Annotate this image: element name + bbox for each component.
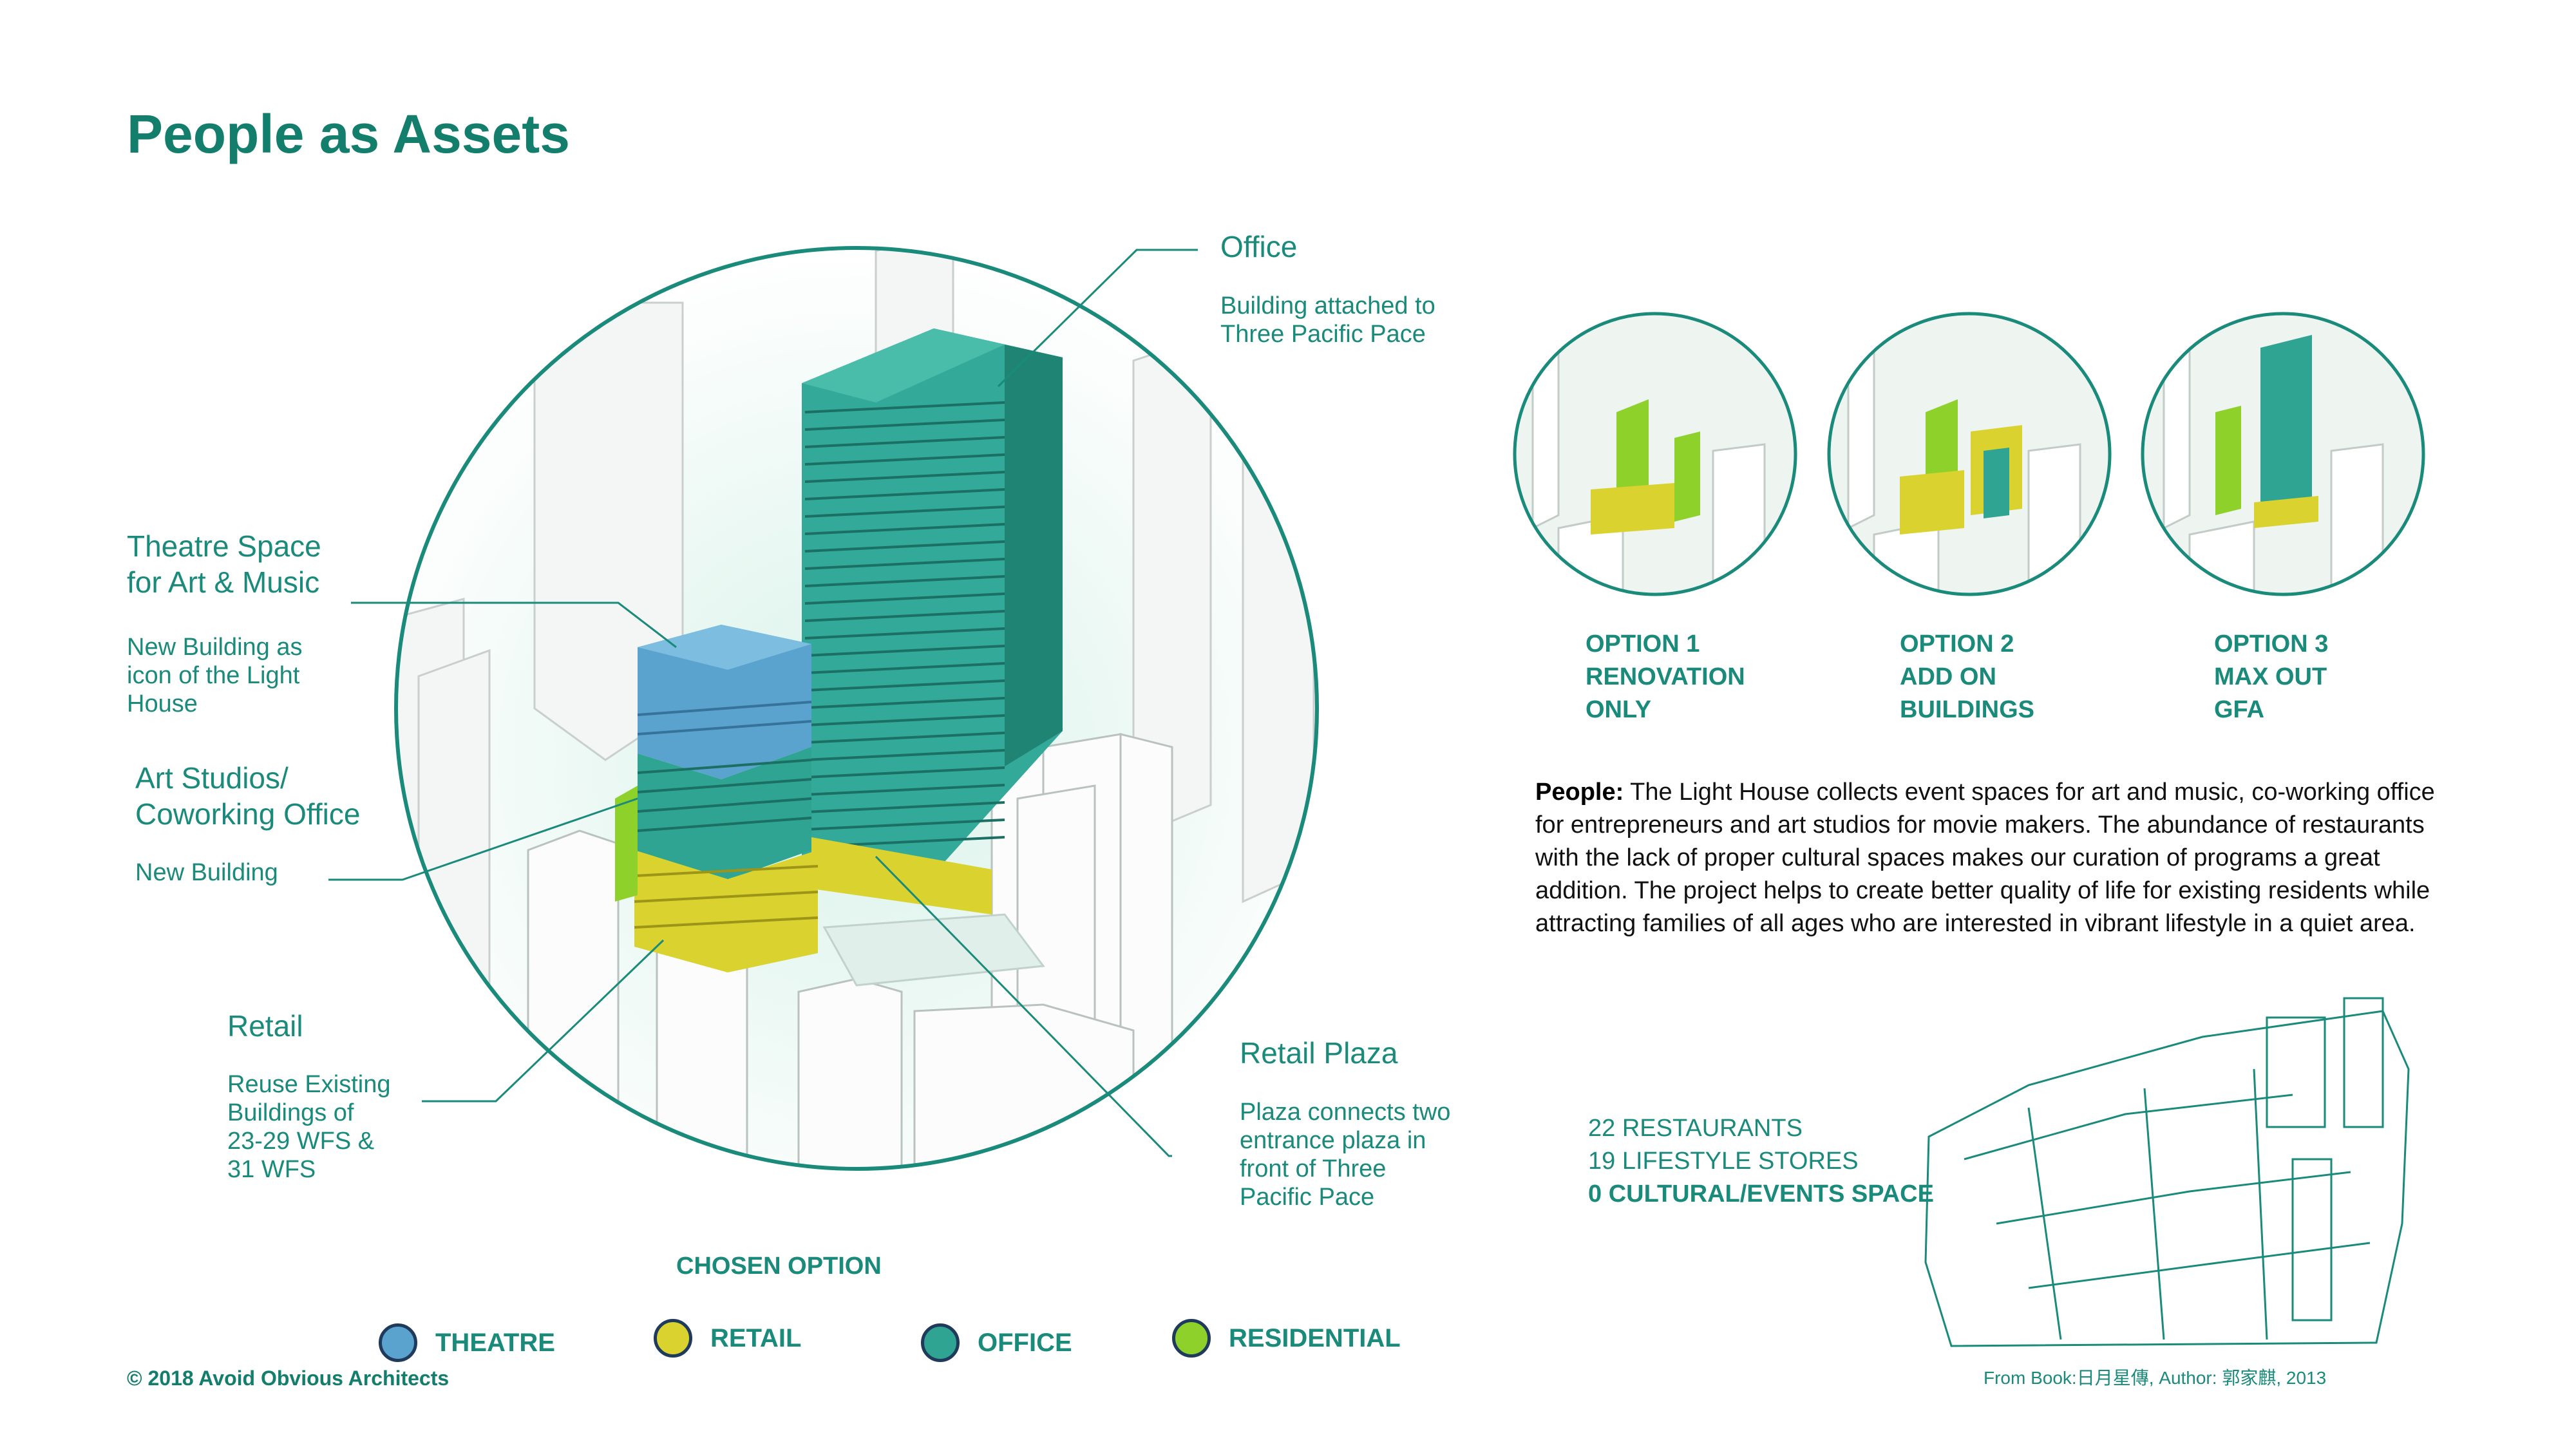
- art-desc: New Building: [135, 859, 278, 886]
- theatre-heading-line1: Theatre Space: [127, 529, 321, 563]
- retail-desc-line1: Reuse Existing: [227, 1071, 391, 1098]
- legend-label-office: OFFICE: [978, 1328, 1072, 1357]
- option-1-line2: RENOVATION: [1586, 663, 1745, 690]
- office-floor-line: [804, 523, 1005, 535]
- stat-stores: 19 LIFESTYLE STORES: [1588, 1148, 1859, 1175]
- office-tower: [802, 328, 1063, 895]
- option-1-circle: [1513, 312, 1797, 596]
- office-floor-line: [804, 749, 1005, 761]
- theatre-desc-line1: New Building as: [127, 634, 303, 661]
- paragraph-body: The Light House collects event spaces fo…: [1535, 779, 2435, 937]
- legend-item-retail: RETAIL: [654, 1319, 801, 1358]
- stat-cultural: 0 CULTURAL/EVENTS SPACE: [1588, 1180, 1934, 1208]
- art-heading-line2: Coworking Office: [135, 797, 361, 831]
- plaza-desc-line3: front of Three: [1240, 1155, 1387, 1182]
- option-3-line1: OPTION 3: [2214, 630, 2329, 658]
- legend-label-theatre: THEATRE: [435, 1328, 555, 1357]
- retail-swatch: [654, 1319, 692, 1358]
- retail-base: [634, 837, 992, 972]
- office-floor-line: [804, 819, 1005, 831]
- option-2-line3: BUILDINGS: [1900, 696, 2034, 723]
- copyright-notice: © 2018 Avoid Obvious Architects: [127, 1367, 450, 1390]
- stat-restaurants: 22 RESTAURANTS: [1588, 1115, 1803, 1142]
- office-swatch: [921, 1323, 960, 1362]
- office-floor-line: [804, 766, 1005, 779]
- option-2-circle: [1827, 312, 2112, 596]
- office-desc-line2: Three Pacific Pace: [1220, 321, 1426, 348]
- page-title: People as Assets: [127, 104, 570, 164]
- option-3-circle: [2141, 312, 2425, 596]
- office-floor-line: [804, 419, 1005, 431]
- retail-desc-line2: Buildings of: [227, 1099, 354, 1126]
- chosen-option-heading: CHOSEN OPTION: [676, 1253, 882, 1280]
- legend-label-residential: RESIDENTIAL: [1229, 1323, 1401, 1352]
- legend-item-office: OFFICE: [921, 1323, 1072, 1362]
- option-3-line2: MAX OUT: [2214, 663, 2327, 690]
- office-floor-line: [804, 575, 1005, 587]
- theatre-swatch: [379, 1323, 417, 1362]
- city-sketch: [1924, 997, 2410, 1347]
- art-studio-block: [637, 747, 812, 882]
- office-floor-line: [804, 679, 1005, 692]
- office-floor-line: [804, 784, 1005, 796]
- stats-block: 22 RESTAURANTS 19 LIFESTYLE STORES 0 CUL…: [1588, 1112, 1934, 1211]
- theatre-block: [637, 625, 812, 779]
- legend-item-residential: RESIDENTIAL: [1172, 1319, 1401, 1358]
- main-circle-outline: [394, 246, 1319, 1171]
- plaza-heading: Retail Plaza: [1240, 1036, 1398, 1070]
- office-floor-line: [804, 436, 1005, 448]
- option-2-label: OPTION 2 ADD ON BUILDINGS: [1900, 628, 2034, 726]
- office-floor-line: [804, 453, 1005, 466]
- office-floor-line: [804, 506, 1005, 518]
- plaza-desc-line4: Pacific Pace: [1240, 1184, 1375, 1211]
- office-floor-line: [804, 540, 1005, 553]
- description-paragraph: People: The Light House collects event s…: [1535, 776, 2450, 940]
- office-floor-line: [804, 610, 1005, 622]
- axonometric-scene: [396, 248, 1317, 1169]
- option-2-line1: OPTION 2: [1900, 630, 2014, 658]
- option-1-scene: [1515, 314, 1795, 594]
- theatre-desc-line3: House: [127, 690, 198, 717]
- office-floor-line: [804, 592, 1005, 605]
- theatre-desc-line2: icon of the Light: [127, 662, 300, 689]
- office-floor-line: [804, 627, 1005, 639]
- office-heading: Office: [1220, 230, 1298, 263]
- office-floor-line: [804, 401, 1005, 413]
- legend-item-theatre: THEATRE: [379, 1323, 555, 1362]
- art-heading-line1: Art Studios/: [135, 761, 289, 795]
- plaza-desc-line2: entrance plaza in: [1240, 1127, 1426, 1154]
- office-floor-line: [804, 732, 1005, 744]
- option-3-scene: [2143, 314, 2423, 594]
- option-3-line3: GFA: [2214, 696, 2265, 723]
- paragraph-lead: People:: [1535, 779, 1624, 806]
- office-floor-line: [804, 801, 1005, 813]
- office-desc-line1: Building attached to: [1220, 292, 1435, 319]
- image-credit: From Book:日月星傳, Author: 郭家麒, 2013: [1984, 1368, 2327, 1388]
- retail-desc-line4: 31 WFS: [227, 1156, 316, 1183]
- plaza-desc-line1: Plaza connects two: [1240, 1099, 1451, 1126]
- option-2-line2: ADD ON: [1900, 663, 1996, 690]
- residential-swatch: [1172, 1319, 1211, 1358]
- office-floor-line: [804, 558, 1005, 570]
- option-1-label: OPTION 1 RENOVATION ONLY: [1586, 628, 1745, 726]
- option-1-line1: OPTION 1: [1586, 630, 1700, 658]
- theatre-heading-line2: for Art & Music: [127, 565, 320, 599]
- office-floor-line: [804, 697, 1005, 709]
- retail-desc-line3: 23-29 WFS &: [227, 1128, 375, 1155]
- legend-label-retail: RETAIL: [710, 1323, 802, 1352]
- office-floor-line: [804, 662, 1005, 674]
- office-floor-line: [804, 488, 1005, 500]
- option-1-line3: ONLY: [1586, 696, 1652, 723]
- option-3-label: OPTION 3 MAX OUT GFA: [2214, 628, 2328, 726]
- office-floor-line: [804, 645, 1005, 657]
- option-2-scene: [1829, 314, 2110, 594]
- retail-heading: Retail: [227, 1009, 303, 1043]
- office-floor-line: [804, 714, 1005, 726]
- office-floor-line: [804, 471, 1005, 483]
- leader-lines: [328, 249, 1198, 1157]
